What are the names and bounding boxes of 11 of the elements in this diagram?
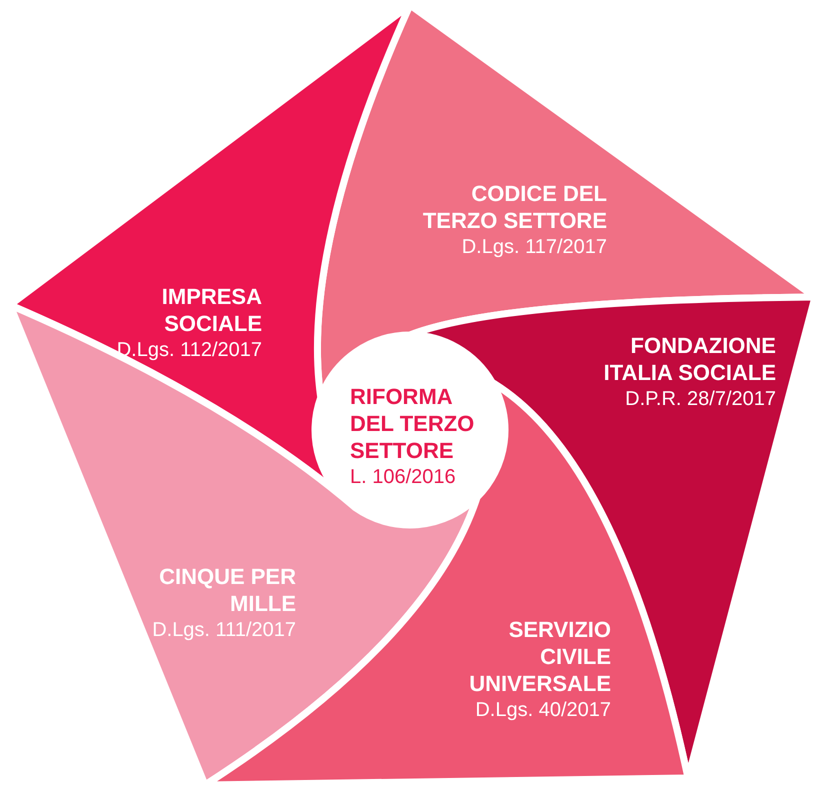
segment-title: CINQUE PER MILLE [158,563,296,617]
segment-title: RIFORMA DEL TERZO SETTORE [350,383,476,464]
segment-title: SERVIZIO CIVILE UNIVERSALE [468,616,611,697]
segment-title: CODICE DEL TERZO SETTORE [422,180,607,234]
law-reference: D.Lgs. 111/2017 [151,618,296,643]
law-reference: D.P.R. 28/7/2017 [624,387,776,412]
segment-title: IMPRESA SOCIALE [160,283,262,337]
law-reference: D.Lgs. 117/2017 [460,235,607,260]
law-reference: L. 106/2016 [350,465,457,490]
segment-title: FONDAZIONE ITALIA SOCIALE [602,332,776,386]
law-reference: D.Lgs. 40/2017 [474,698,611,723]
